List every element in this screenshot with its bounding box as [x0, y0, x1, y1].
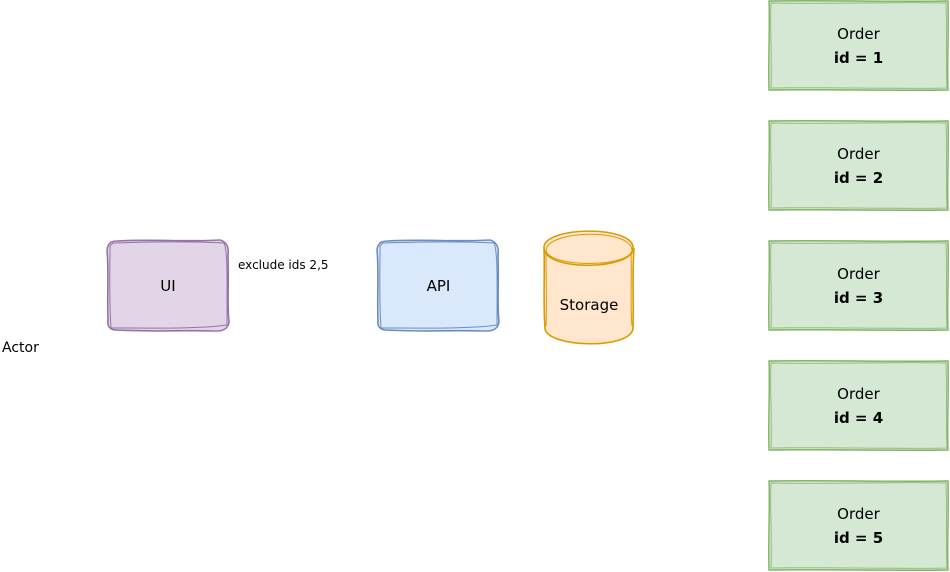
order-node-label: Order id = 1 — [769, 1, 948, 90]
order-node-label: Order id = 2 — [769, 121, 948, 210]
order-title: Order — [837, 144, 880, 163]
order-title: Order — [837, 24, 880, 43]
order-title: Order — [837, 384, 880, 403]
order-node[interactable] — [768, 360, 949, 451]
order-title: Order — [837, 264, 880, 283]
storage-label: Storage — [559, 296, 619, 314]
ui-label: UI — [160, 276, 176, 295]
order-node-label: Order id = 4 — [769, 361, 948, 450]
storage-node-label: Storage — [544, 266, 634, 344]
order-node-label: Order id = 5 — [769, 481, 948, 570]
orders-layer — [768, 0, 949, 571]
order-id: id = 4 — [833, 408, 884, 427]
order-node[interactable] — [768, 240, 949, 331]
order-id: id = 1 — [833, 48, 884, 67]
actor-label: Actor — [2, 340, 39, 356]
api-node[interactable] — [376, 239, 500, 332]
order-title: Order — [837, 504, 880, 523]
order-id: id = 5 — [833, 528, 884, 547]
order-id: id = 3 — [833, 288, 884, 307]
order-node[interactable] — [768, 120, 949, 211]
edge-label: exclude ids 2,5 — [238, 258, 329, 272]
storage-node[interactable] — [543, 230, 635, 345]
order-node-label: Order id = 3 — [769, 241, 948, 330]
order-id: id = 2 — [833, 168, 884, 187]
ui-node[interactable] — [106, 239, 230, 332]
api-label: API — [426, 276, 451, 295]
ui-node-label: UI — [108, 241, 228, 330]
order-node[interactable] — [768, 0, 949, 91]
api-node-label: API — [378, 241, 499, 330]
order-node[interactable] — [768, 480, 949, 571]
